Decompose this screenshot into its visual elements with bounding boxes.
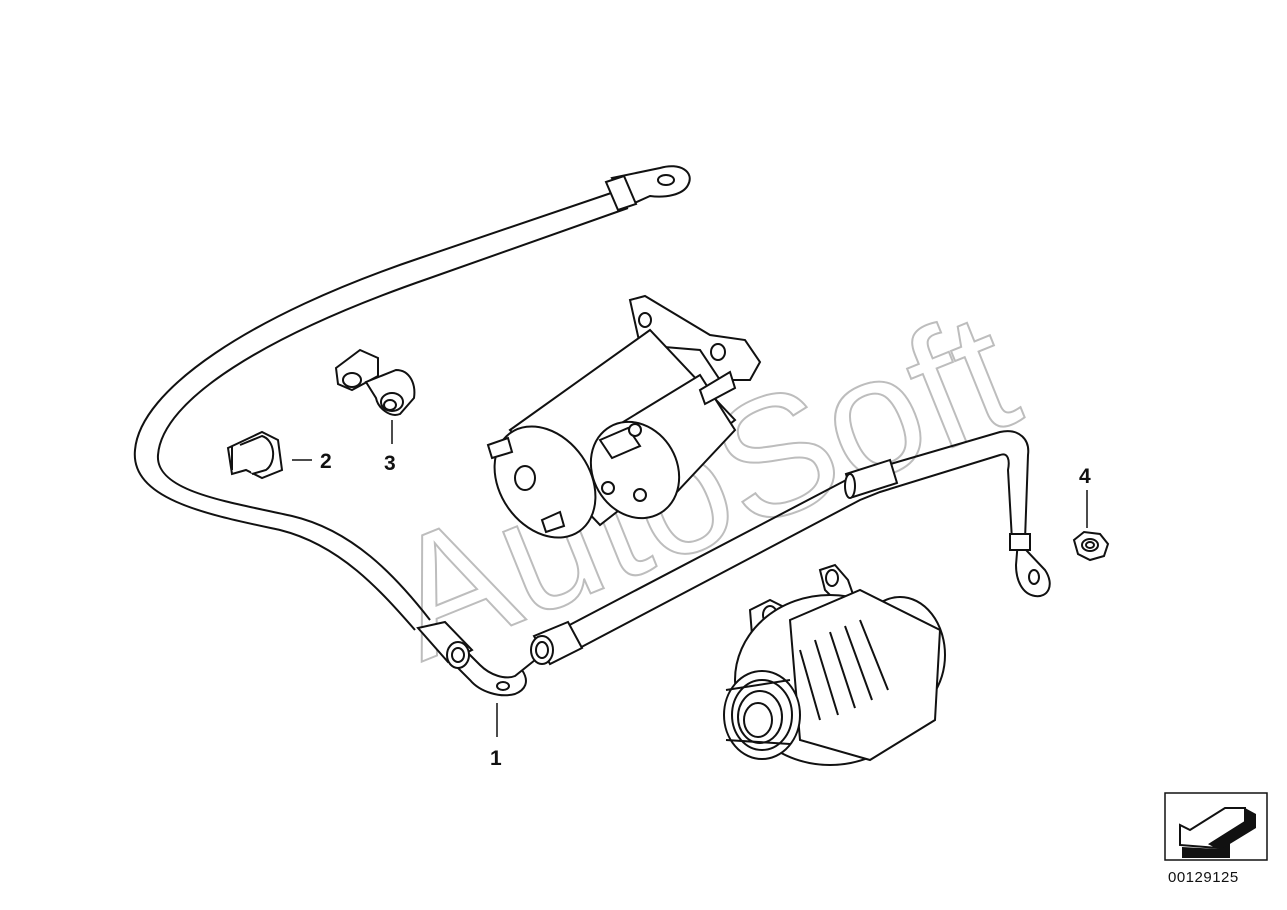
- hex-nut-4[interactable]: [1072, 530, 1110, 562]
- cable-sleeve: [844, 458, 899, 499]
- leader-lines: [292, 420, 1088, 737]
- cable-clip-2[interactable]: [226, 430, 284, 480]
- callout-2[interactable]: 2: [320, 450, 332, 473]
- cable-clip-3[interactable]: [334, 348, 416, 416]
- battery-cable[interactable]: [133, 189, 1030, 653]
- callout-4[interactable]: 4: [1079, 465, 1091, 488]
- cable-bracket[interactable]: [416, 620, 584, 697]
- callout-3[interactable]: 3: [384, 452, 396, 475]
- diagram-part-number: 00129125: [1168, 869, 1239, 886]
- ring-terminal-top: [604, 165, 691, 212]
- callout-1[interactable]: 1: [490, 747, 502, 770]
- alternator: [723, 563, 946, 766]
- starter-motor: [486, 294, 762, 539]
- ring-terminal-right: [1009, 533, 1051, 598]
- back-arrow-icon[interactable]: [1164, 792, 1268, 861]
